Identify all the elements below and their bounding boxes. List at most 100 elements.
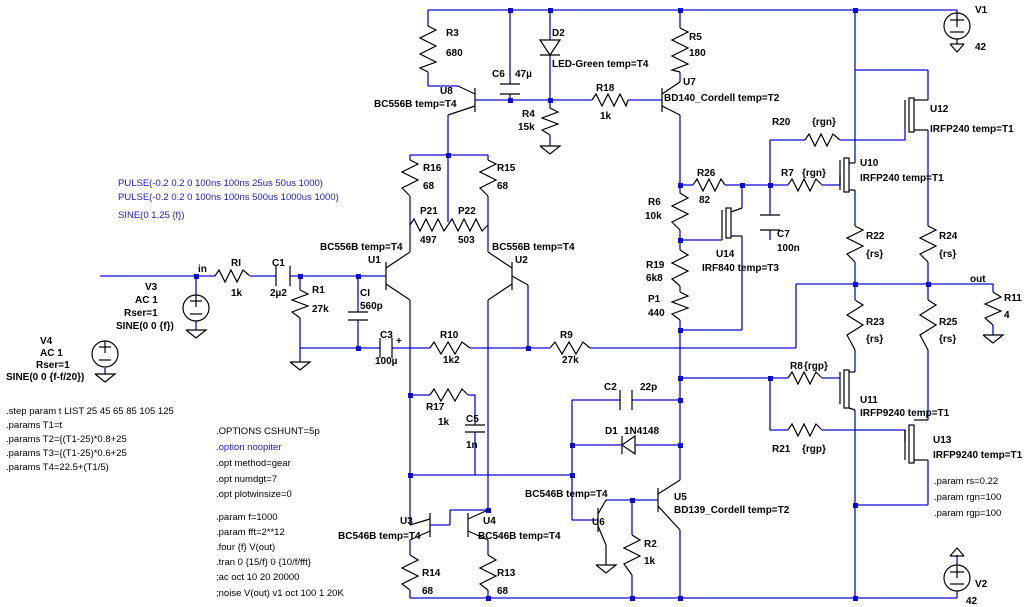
transistor-u6[interactable] — [597, 499, 607, 565]
label-ci-name: CI — [360, 288, 370, 299]
label-r4-name: R4 — [522, 109, 535, 120]
transistor-u4[interactable] — [467, 509, 489, 541]
resistor-r11[interactable] — [983, 291, 1003, 326]
label-r6-value: 10k — [645, 211, 662, 222]
label-r26-value: 82 — [699, 195, 711, 206]
resistor-r21[interactable] — [787, 422, 823, 438]
capacitor-c5[interactable] — [465, 424, 485, 433]
transistor-u2[interactable] — [487, 251, 529, 301]
potentiometer-p22[interactable] — [447, 217, 489, 233]
label-u13-model: IRFP9240 temp=T1 — [933, 450, 1023, 461]
mosfet-u10[interactable] — [839, 157, 855, 193]
transistor-u5[interactable] — [657, 479, 681, 531]
sine-directive: SINE(0 1.25 {f}) — [118, 210, 185, 221]
resistor-r23[interactable] — [845, 299, 865, 351]
voltage-source-v1[interactable] — [943, 12, 971, 53]
resistor-r2[interactable] — [622, 534, 642, 576]
mosfet-u11[interactable] — [839, 369, 856, 411]
mosfet-u14[interactable] — [721, 207, 743, 240]
label-r6-name: R6 — [648, 197, 661, 208]
resistor-r6[interactable] — [670, 192, 690, 231]
resistor-r14[interactable] — [400, 554, 420, 591]
led-d2[interactable] — [538, 39, 562, 57]
junction-dots — [194, 8, 931, 601]
label-u3-name: U3 — [400, 516, 413, 527]
transistor-u8[interactable] — [447, 85, 476, 116]
resistor-r7[interactable] — [787, 177, 823, 193]
resistor-r15[interactable] — [478, 159, 498, 197]
label-c2-value: 22p — [640, 382, 657, 393]
transistor-u3[interactable] — [409, 513, 431, 541]
voltage-source-v4[interactable] — [91, 340, 119, 368]
label-u14-model: IRF840 temp=T3 — [702, 263, 779, 274]
capacitor-ci[interactable] — [348, 311, 368, 321]
label-r14-value: 68 — [422, 586, 434, 597]
diode-d1[interactable] — [620, 434, 636, 456]
resistor-r22[interactable] — [845, 225, 865, 263]
label-d2-model: LED-Green temp=T4 — [552, 59, 649, 70]
label-r26-name: R26 — [697, 168, 716, 179]
resistor-r5[interactable] — [669, 27, 690, 73]
label-d1-name: D1 — [605, 426, 618, 437]
label-u4-name: U4 — [483, 516, 496, 527]
label-p1-value: 440 — [648, 308, 665, 319]
resistor-r1[interactable] — [290, 289, 310, 319]
label-u14-name: U14 — [716, 249, 735, 260]
capacitor-c1[interactable] — [275, 266, 291, 286]
resistor-r8[interactable] — [787, 370, 823, 386]
wires — [100, 9, 994, 599]
potentiometer-p21[interactable] — [409, 217, 449, 233]
resistor-r13[interactable] — [478, 554, 498, 591]
label-v1-value: 42 — [975, 42, 987, 53]
resistor-ri[interactable] — [214, 268, 251, 284]
label-u10-model: IRFP240 temp=T1 — [860, 173, 944, 184]
param-rgn: .param rgn=100 — [934, 492, 1001, 503]
net-label-out: out — [970, 274, 986, 285]
potentiometer-p1[interactable] — [670, 291, 690, 321]
label-u2-name: U2 — [515, 255, 528, 266]
mosfet-u12[interactable] — [904, 97, 928, 133]
resistor-r17[interactable] — [429, 387, 469, 403]
label-r19-value: 6k8 — [646, 273, 663, 284]
voltage-source-v2[interactable] — [943, 547, 971, 592]
capacitor-c6[interactable] — [500, 83, 520, 95]
label-v3-line3: SINE(0 0 {f}) — [116, 321, 174, 332]
capacitor-c2[interactable] — [619, 390, 633, 410]
resistor-r24[interactable] — [918, 225, 938, 263]
label-c6-name: C6 — [492, 69, 505, 80]
label-r9-value: 27k — [562, 355, 579, 366]
label-r4-value: 15k — [518, 122, 535, 133]
resistor-r3[interactable] — [418, 25, 438, 73]
capacitor-c3[interactable] — [379, 338, 393, 358]
resistor-r10[interactable] — [429, 340, 471, 356]
resistor-r9[interactable] — [549, 340, 591, 356]
label-r15-value: 68 — [497, 181, 509, 192]
label-p22-name: P22 — [458, 206, 476, 217]
resistor-r4[interactable] — [540, 107, 560, 136]
resistor-r16[interactable] — [400, 159, 420, 197]
label-r2-name: R2 — [644, 539, 657, 550]
resistor-r18[interactable] — [591, 92, 629, 108]
transistor-u7[interactable] — [661, 81, 681, 116]
resistor-r25[interactable] — [918, 299, 938, 351]
mosfet-u13[interactable] — [904, 419, 928, 464]
resistor-r19[interactable] — [670, 249, 690, 287]
label-r23-name: R23 — [866, 317, 885, 328]
directive-params-t2: .params T2={(T1-25)*0.8+25 — [6, 434, 127, 445]
net-label-in: in — [198, 264, 207, 275]
label-r11-value: 4 — [1004, 310, 1010, 321]
label-r20-value: {rgn} — [812, 117, 836, 128]
transistor-u1[interactable] — [385, 251, 411, 301]
pulse-directive-2: PULSE(-0.2 0.2 0 100ns 100ns 500us 1000u… — [118, 192, 339, 203]
analysis-param-f: .param f=1000 — [216, 512, 278, 523]
spice-directives: PULSE(-0.2 0.2 0 100ns 100ns 25us 50us 1… — [6, 178, 1001, 599]
analysis-tran: .tran 0 {15/f} 0 {10/f/fft} — [216, 557, 311, 568]
label-v3-line1: AC 1 — [135, 295, 158, 306]
voltage-source-v3[interactable] — [182, 294, 210, 322]
label-c2-name: C2 — [604, 382, 617, 393]
capacitor-c7[interactable] — [760, 214, 780, 231]
label-u7-model: BD140_Cordell temp=T2 — [664, 93, 780, 104]
resistor-r26[interactable] — [692, 177, 726, 193]
option-method: .opt method=gear — [216, 458, 291, 469]
resistor-r20[interactable] — [804, 132, 841, 148]
